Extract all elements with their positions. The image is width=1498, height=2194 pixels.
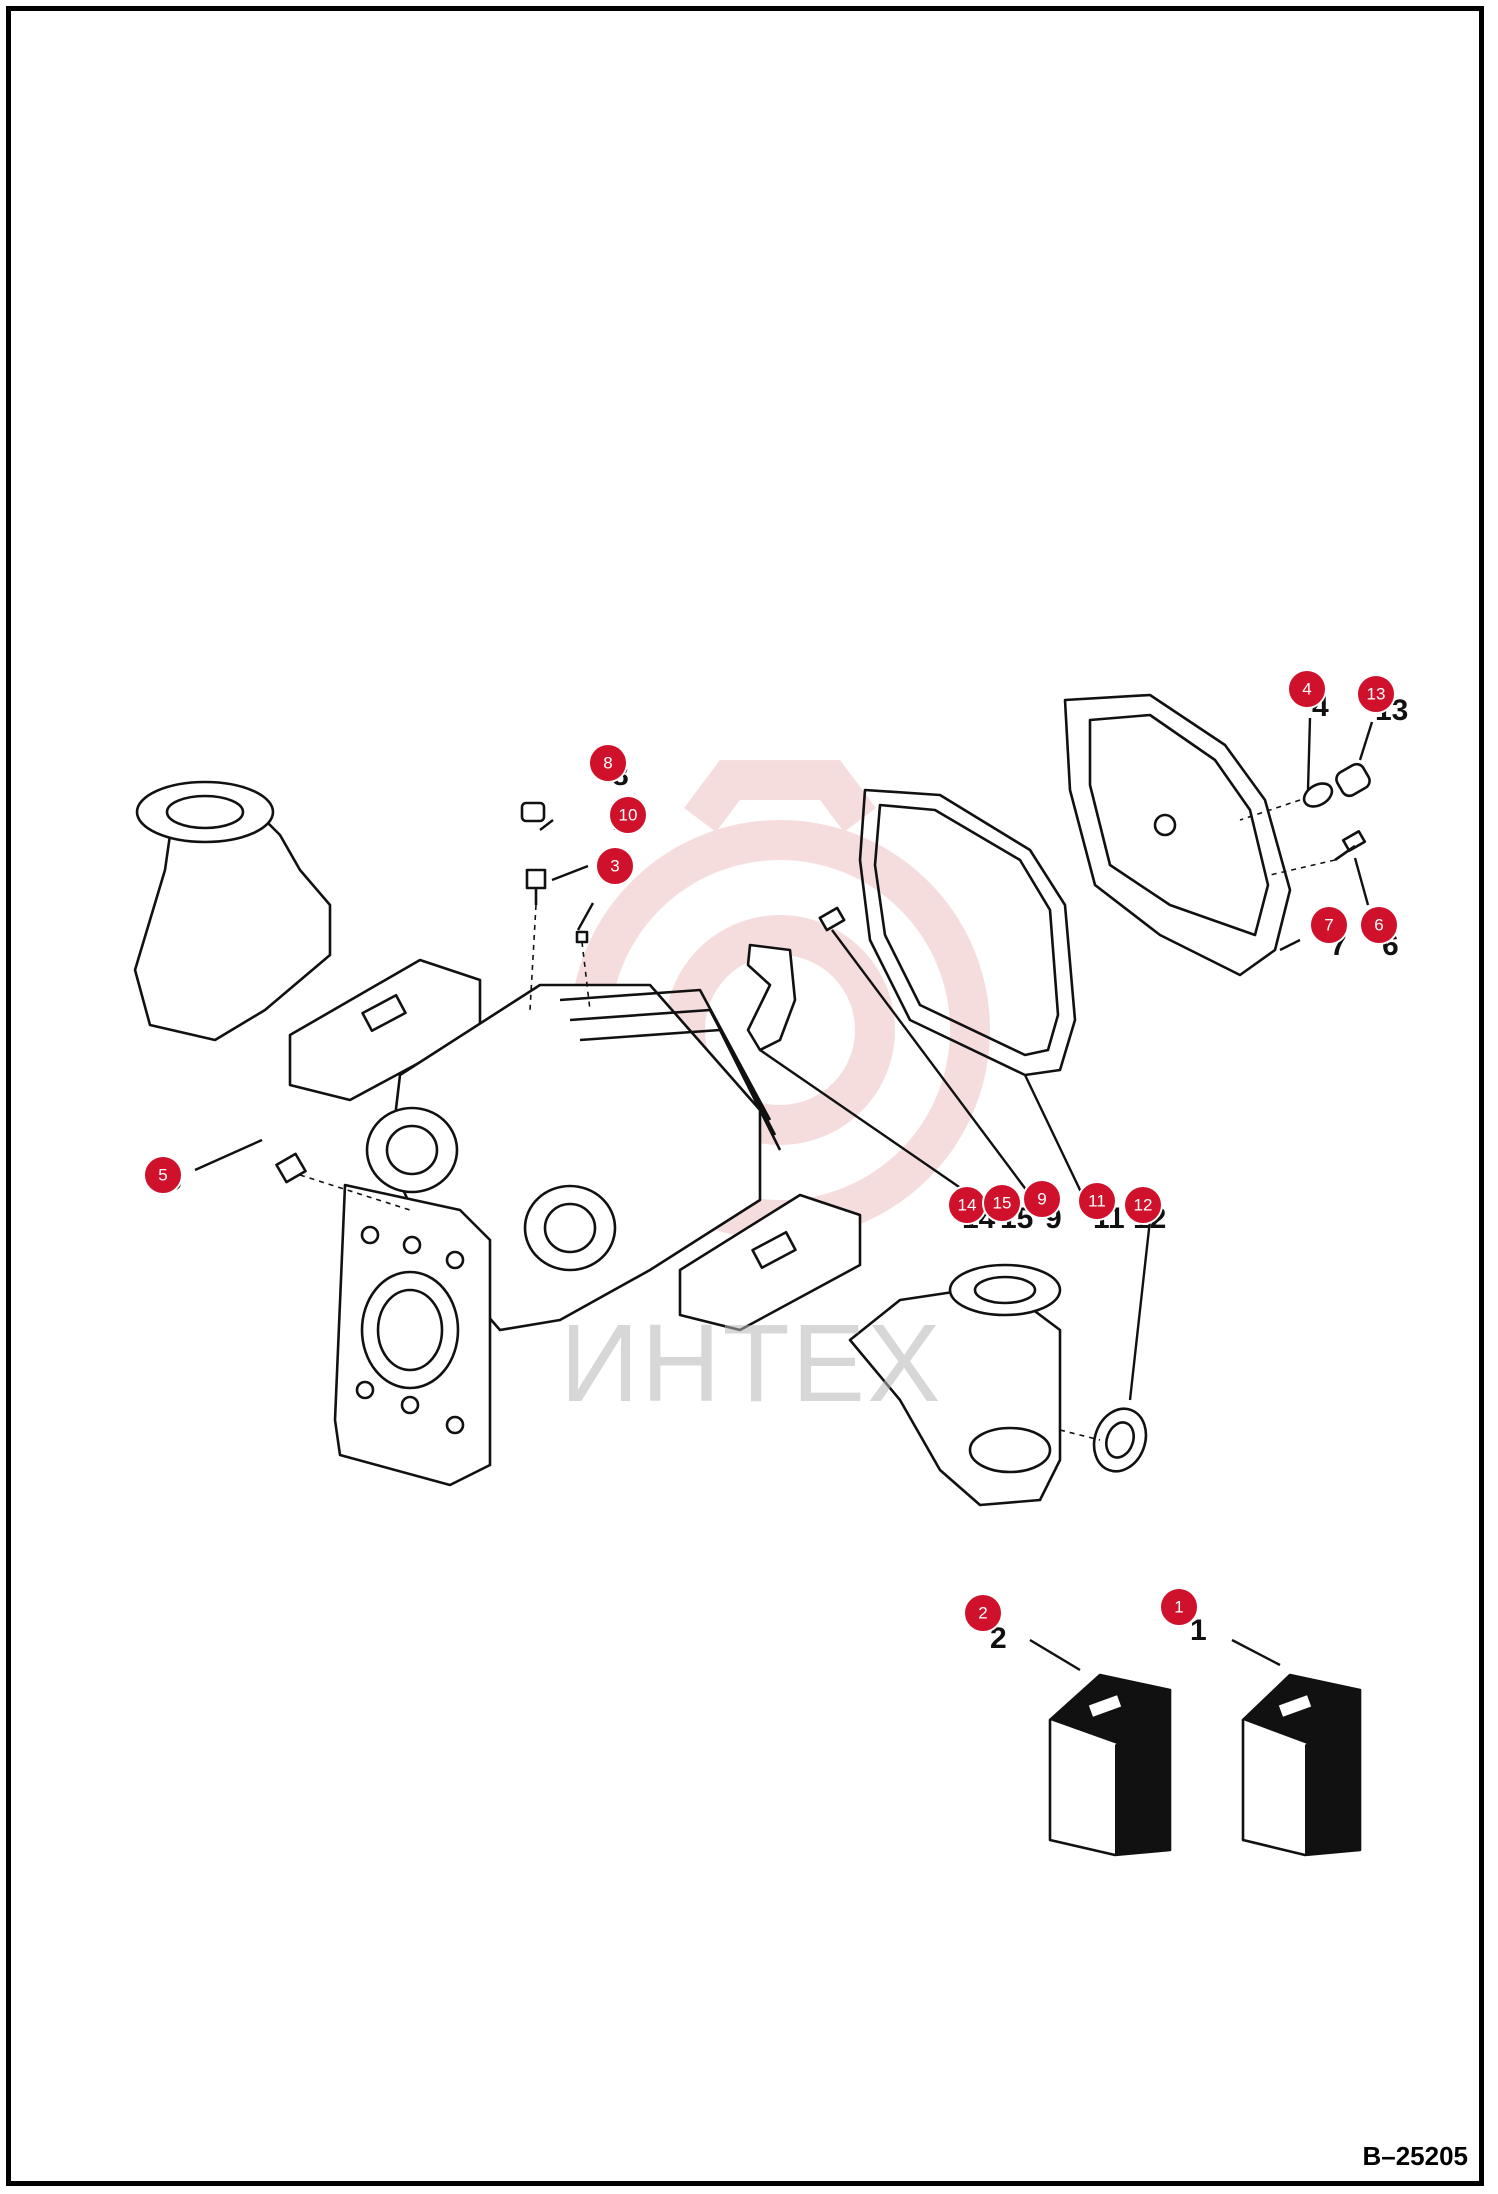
callout-label: 12 bbox=[1134, 1196, 1153, 1215]
callout-label: 8 bbox=[603, 754, 612, 773]
callout-label: 9 bbox=[1037, 1190, 1046, 1209]
differential-cover bbox=[1063, 693, 1292, 977]
callout-label: 7 bbox=[1324, 916, 1333, 935]
callout-9[interactable]: 9 bbox=[1022, 1179, 1062, 1219]
leader-lines bbox=[194, 717, 1374, 1672]
oil-container-1 bbox=[1241, 1673, 1362, 1857]
ghost-number-1: 1 bbox=[1190, 1614, 1207, 1647]
callout-1[interactable]: 1 bbox=[1159, 1587, 1199, 1627]
callout-10[interactable]: 10 bbox=[608, 795, 648, 835]
callout-label: 13 bbox=[1367, 685, 1386, 704]
callout-3[interactable]: 3 bbox=[595, 846, 635, 886]
callout-label: 4 bbox=[1302, 680, 1311, 699]
callout-13[interactable]: 13 bbox=[1356, 674, 1396, 714]
callout-7[interactable]: 7 bbox=[1309, 905, 1349, 945]
callout-4[interactable]: 4 bbox=[1287, 669, 1327, 709]
callout-5[interactable]: 5 bbox=[143, 1155, 183, 1195]
axle-housing bbox=[133, 780, 1062, 1507]
callout-label: 11 bbox=[1088, 1192, 1106, 1211]
callouts: 1 2 3 4 5 6 7 8 9 10 11 12 13 14 15 bbox=[143, 669, 1399, 1633]
ghost-number-2: 2 bbox=[990, 1622, 1007, 1655]
watermark-text: ИНТЕХ bbox=[560, 1302, 943, 1425]
callout-label: 14 bbox=[958, 1196, 977, 1215]
callout-6[interactable]: 6 bbox=[1359, 905, 1399, 945]
callout-8[interactable]: 8 bbox=[588, 743, 628, 783]
diagram-frame bbox=[6, 6, 1484, 2186]
gasket bbox=[858, 788, 1077, 1077]
callout-label: 15 bbox=[993, 1194, 1012, 1213]
axle-seal bbox=[1092, 1407, 1148, 1473]
callout-2[interactable]: 2 bbox=[963, 1593, 1003, 1633]
oil-container-2 bbox=[1048, 1673, 1172, 1857]
bracket bbox=[746, 943, 797, 1052]
callout-label: 5 bbox=[158, 1166, 167, 1185]
callout-15[interactable]: 15 bbox=[982, 1183, 1022, 1223]
callout-label: 3 bbox=[610, 857, 619, 876]
callout-label: 1 bbox=[1174, 1598, 1183, 1617]
figure-id: B–25205 bbox=[1362, 2141, 1468, 2171]
callout-label: 2 bbox=[978, 1604, 987, 1623]
callout-label: 6 bbox=[1374, 916, 1383, 935]
plug-and-oring bbox=[1302, 762, 1371, 808]
callout-12[interactable]: 12 bbox=[1123, 1185, 1163, 1225]
bolts bbox=[275, 801, 1367, 1184]
callout-label: 10 bbox=[619, 806, 638, 825]
callout-14[interactable]: 14 bbox=[947, 1185, 987, 1225]
callout-11[interactable]: 11 bbox=[1077, 1181, 1117, 1221]
